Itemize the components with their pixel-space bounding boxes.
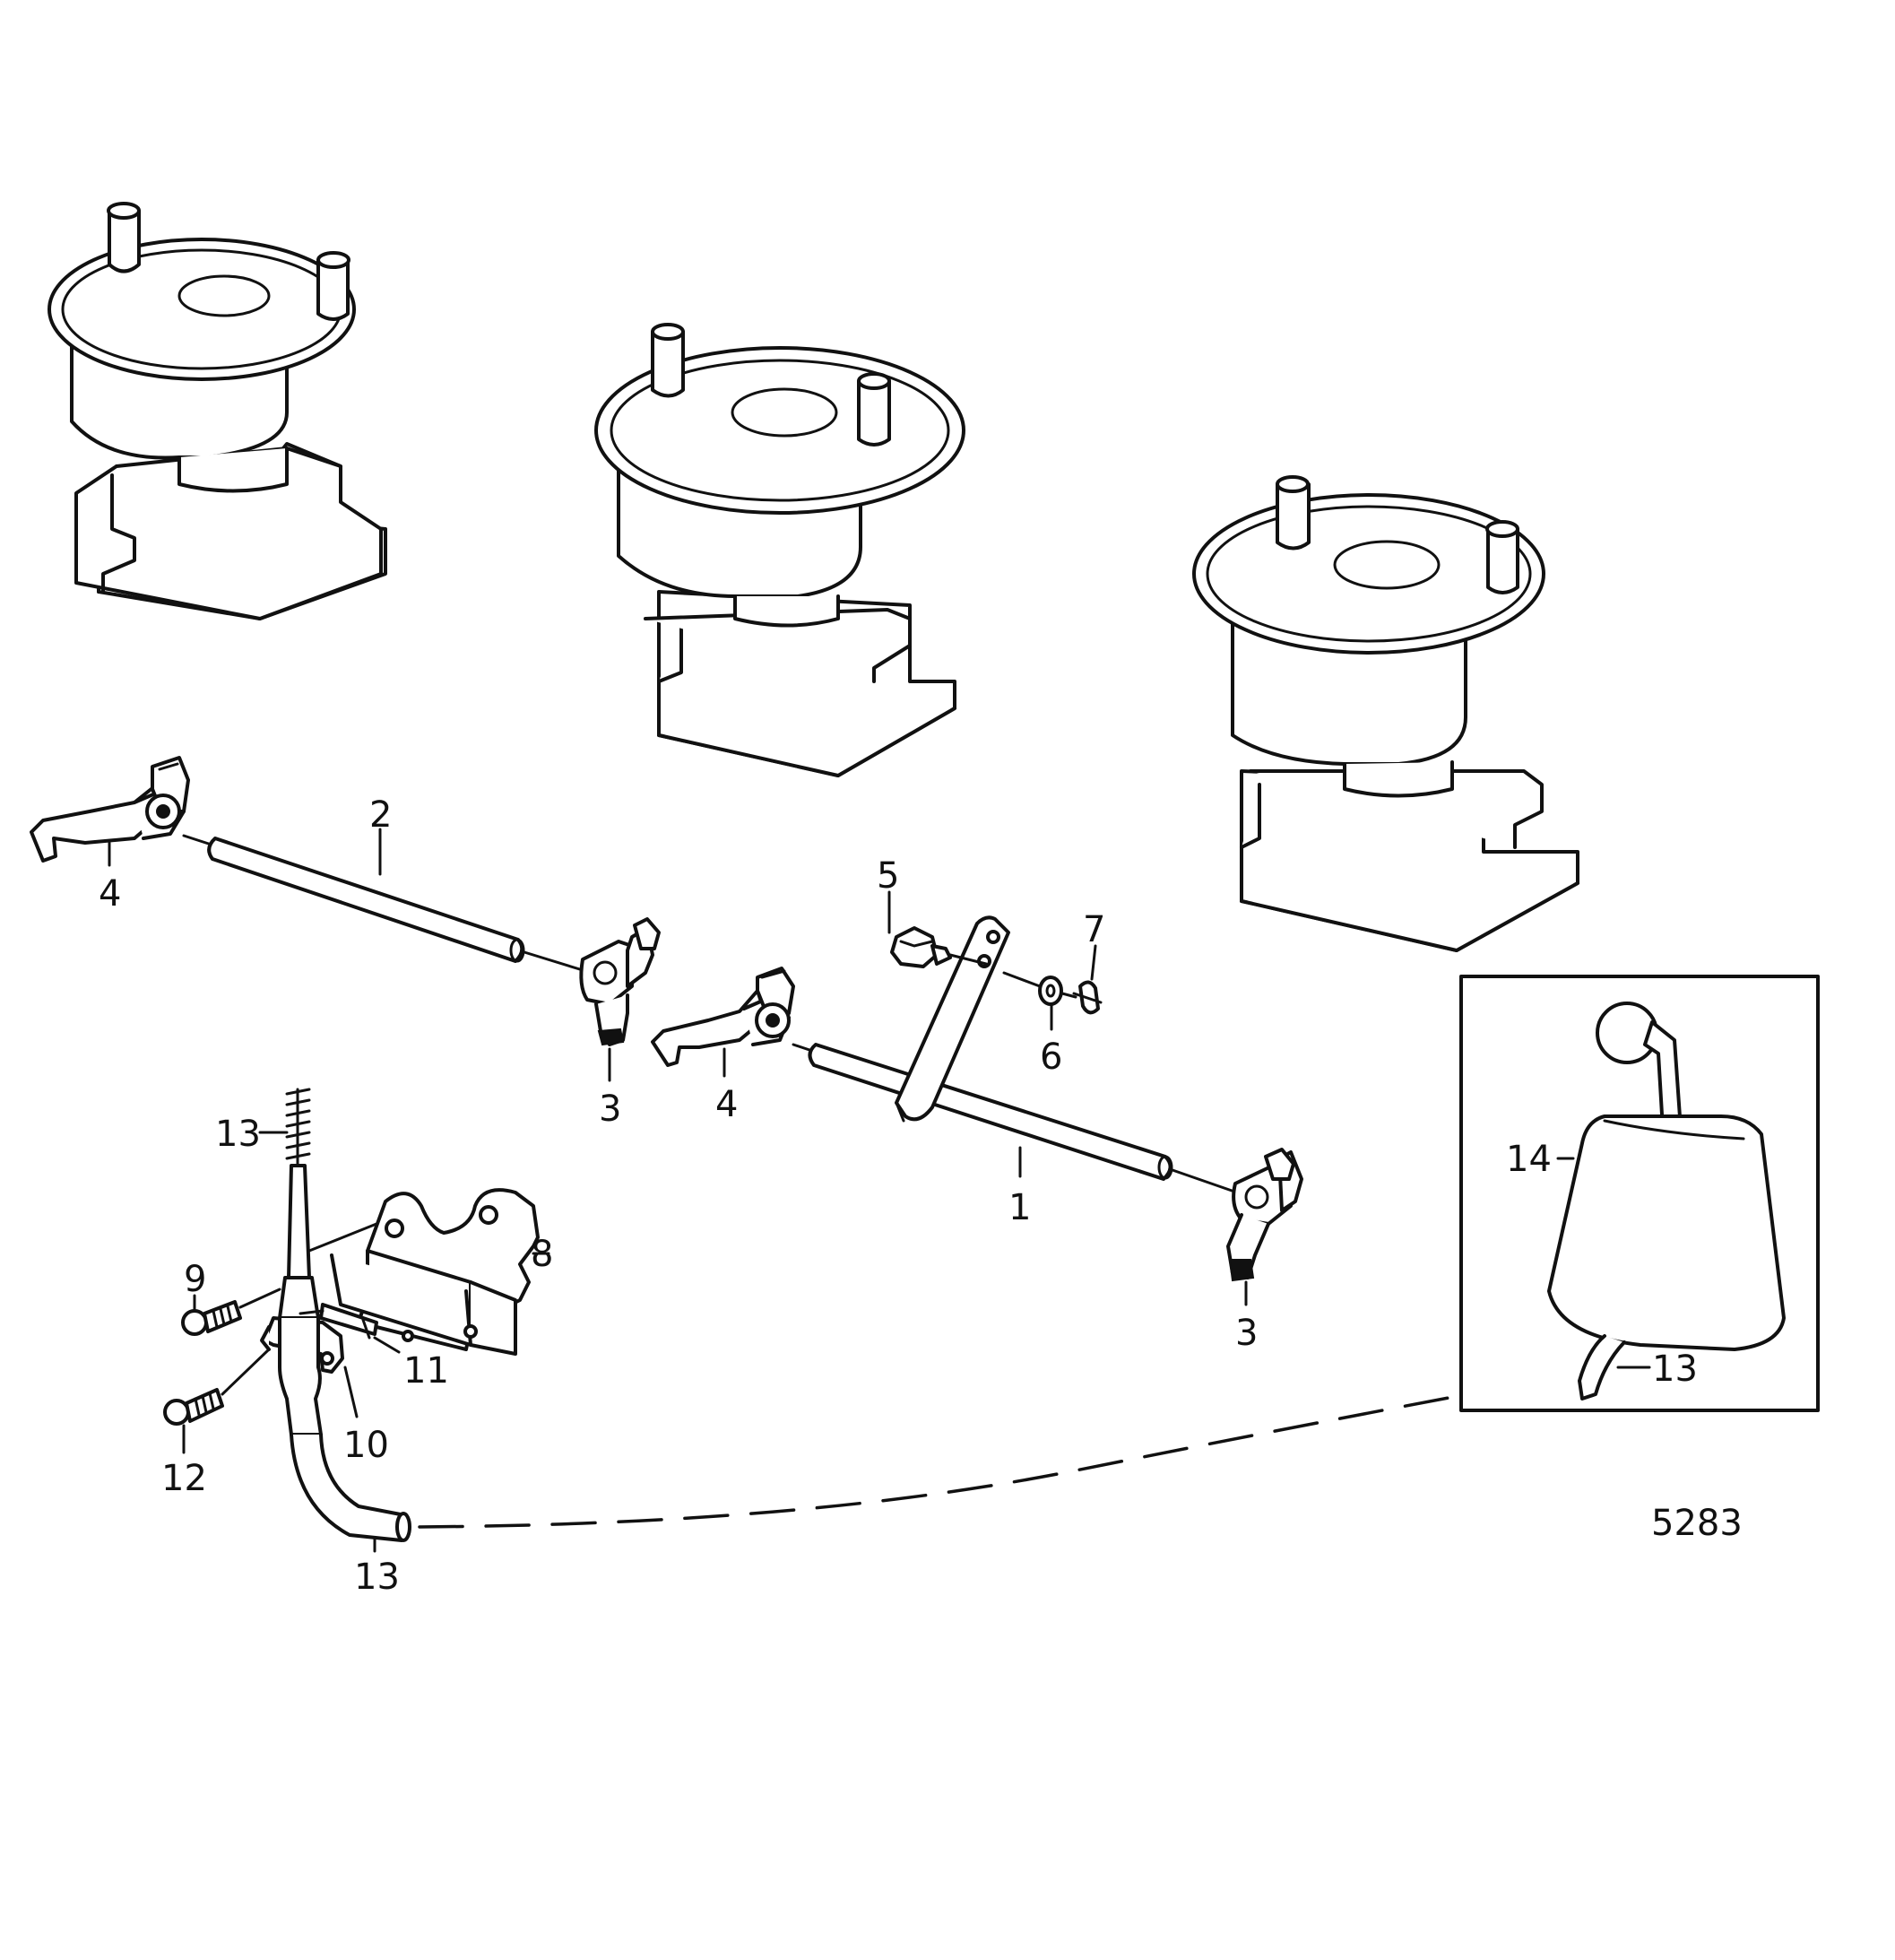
callout-7: 7	[1083, 909, 1105, 950]
callout-2: 2	[369, 794, 392, 836]
callout-12: 12	[161, 1458, 207, 1499]
cable-route-dashed	[418, 1391, 1479, 1529]
callout-10: 10	[343, 1425, 389, 1466]
lower-throttle-linkage	[651, 915, 1303, 1282]
callout-1: 1	[1008, 1187, 1031, 1228]
figure-number: 5283	[1651, 1503, 1743, 1544]
callout-4-left: 4	[99, 873, 121, 915]
carburetor-mount-left	[48, 202, 387, 620]
callout-11: 11	[403, 1350, 449, 1392]
carburetor-mount-right	[1192, 475, 1579, 952]
carburetor-mount-center	[594, 323, 965, 777]
callout-13-bottom: 13	[354, 1557, 400, 1598]
throttle-cable-bracket-assembly	[163, 1088, 540, 1542]
callout-3-upper: 3	[599, 1088, 621, 1130]
callout-3-lower: 3	[1235, 1313, 1258, 1354]
callout-5: 5	[877, 855, 899, 897]
callout-8: 8	[531, 1234, 553, 1275]
upper-throttle-linkage	[30, 756, 661, 1046]
callout-14: 14	[1506, 1139, 1552, 1180]
callout-6: 6	[1040, 1036, 1062, 1078]
callout-leaders	[108, 828, 1651, 1553]
control-lever-inset	[1459, 975, 1820, 1412]
callout-9: 9	[184, 1259, 206, 1300]
callout-4-center: 4	[715, 1084, 738, 1125]
callout-13-top: 13	[215, 1114, 261, 1155]
callout-13-inset: 13	[1652, 1349, 1698, 1390]
